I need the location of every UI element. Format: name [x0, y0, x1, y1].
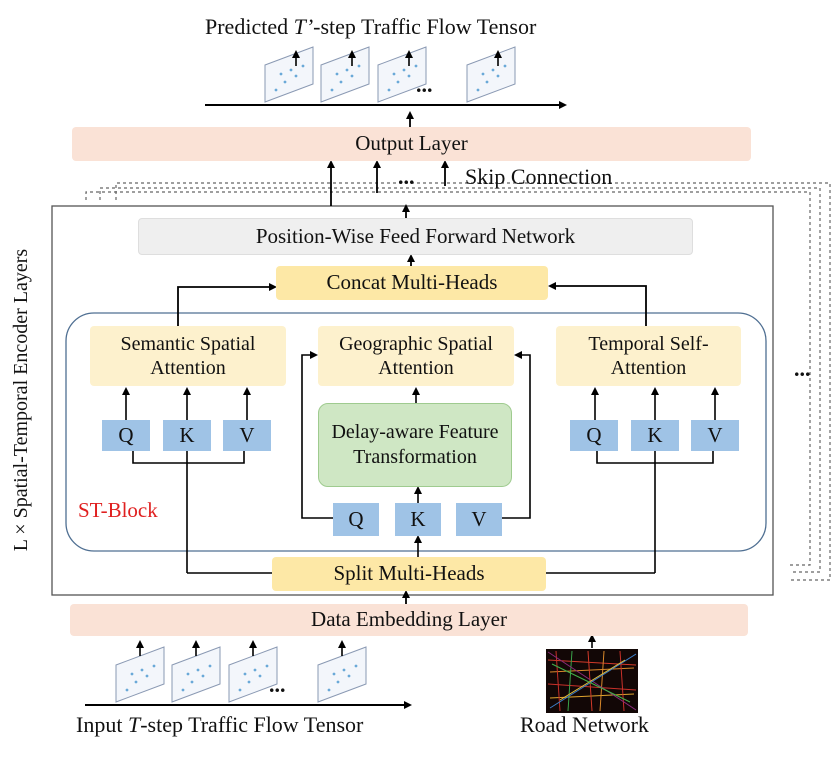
temporal-qkv-bus [596, 451, 714, 573]
stacked-layer-frames [85, 182, 831, 581]
predicted-steps-variable: T’ [293, 14, 314, 39]
data-embedding-layer: Data Embedding Layer [70, 604, 748, 636]
temporal-k: K [631, 420, 679, 451]
geographic-spatial-attention: Geographic Spatial Attention [318, 326, 514, 386]
geographic-k: K [395, 503, 441, 536]
road-network-map [546, 649, 638, 713]
encoder-layer-frame [51, 205, 774, 596]
input-tensor-dots [125, 664, 358, 692]
road-network-caption: Road Network [520, 712, 649, 737]
st-block-label: ST-Block [78, 498, 158, 522]
semantic-k: K [163, 420, 211, 451]
geographic-q: Q [333, 503, 379, 536]
semantic-qkv-bus [132, 451, 245, 573]
semantic-v: V [223, 420, 271, 451]
temporal-self-attention: Temporal Self-Attention [556, 326, 741, 386]
st-block-frame [65, 312, 767, 552]
skip-connection-arrows [327, 160, 449, 206]
layer-stack-ellipsis: ... [794, 356, 811, 381]
delay-aware-feature-transformation: Delay-aware Feature Transformation [318, 403, 512, 487]
skip-ellipsis: ... [398, 164, 415, 189]
output-layer: Output Layer [72, 127, 751, 161]
split-multi-heads: Split Multi-Heads [272, 557, 546, 591]
input-tensor-slices [115, 646, 367, 703]
geo-v-bypass-arrow [502, 351, 531, 519]
temporal-v: V [691, 420, 739, 451]
semantic-q: Q [102, 420, 150, 451]
input-tensor-caption: Input T-step Traffic Flow Tensor [76, 712, 364, 737]
input-slices-ellipsis: ... [269, 672, 286, 697]
input-slice-arrows [136, 640, 346, 656]
concat-multi-heads: Concat Multi-Heads [276, 266, 548, 300]
semantic-qkv-arrows [122, 387, 251, 420]
input-steps-variable: T [127, 712, 141, 737]
semantic-spatial-attention: Semantic Spatial Attention [90, 326, 286, 386]
predicted-slices-ellipsis: ... [416, 72, 433, 97]
semantic-to-concat-arrow [177, 283, 277, 326]
temporal-qkv-arrows [591, 387, 719, 420]
predicted-tensor-dots [274, 64, 507, 92]
temporal-to-concat-arrow [548, 282, 647, 326]
geo-q-bypass-arrow [301, 351, 333, 519]
encoder-layers-label: L × Spatial-Temporal Encoder Layers [10, 248, 32, 552]
position-wise-ffn: Position-Wise Feed Forward Network [138, 218, 693, 255]
temporal-q: Q [570, 420, 618, 451]
skip-connection-label: Skip Connection [465, 164, 613, 189]
predicted-tensor-slices [264, 46, 516, 103]
geographic-v: V [456, 503, 502, 536]
predicted-tensor-caption: Predicted T’-step Traffic Flow Tensor [205, 14, 537, 39]
predicted-slice-arrows [292, 50, 502, 66]
